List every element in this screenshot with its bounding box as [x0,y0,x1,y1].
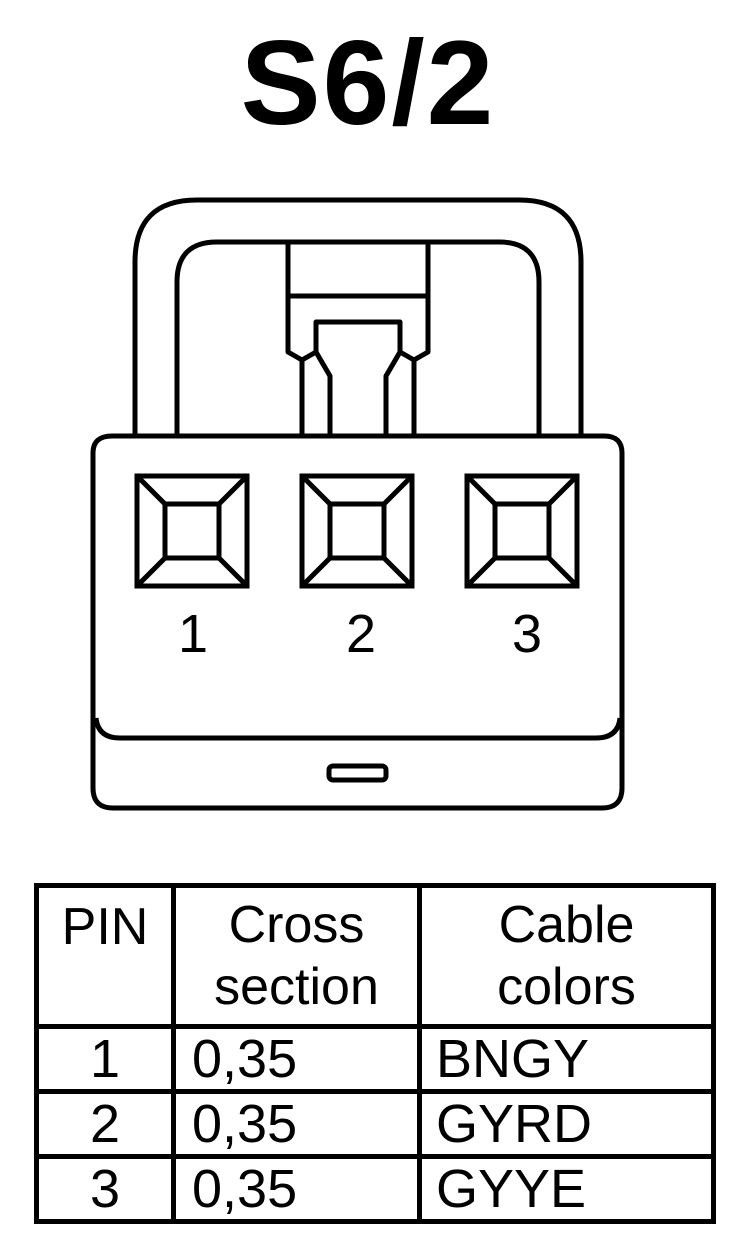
connector-title: S6/2 [240,16,496,150]
table-row: 1 0,35 BNGY [34,1024,716,1094]
cell-cable-color: GYRD [417,1089,716,1159]
cell-cable-color: BNGY [417,1024,716,1094]
latch-hoop-inner [174,239,542,436]
header-pin-label: PIN [61,898,149,956]
cell-cross-section: 0,35 [171,1024,422,1094]
pin-cavity-3 [464,473,580,589]
header-cross-line1: Cross [228,896,365,954]
pin-cavity-2 [299,473,415,589]
connector-drawing: 1 2 3 [90,197,625,811]
table-row: 3 0,35 GYYE [34,1154,716,1224]
latch-hoop [132,197,584,436]
cell-pin: 3 [34,1154,176,1224]
pin-label-1: 1 [178,604,208,664]
cell-pin: 2 [34,1089,176,1159]
header-color-line2: colors [497,958,636,1016]
cell-cross-section: 0,35 [171,1154,422,1224]
cell-cable-color: GYYE [417,1154,716,1224]
housing-body [90,433,625,811]
header-color-line1: Cable [498,896,635,954]
pin-cavity-1 [134,473,250,589]
table-row: 2 0,35 GYRD [34,1089,716,1159]
keying-slot [326,763,389,783]
header-pin: PIN [34,883,176,1029]
cell-cross-section: 0,35 [171,1089,422,1159]
cell-pin: 1 [34,1024,176,1094]
housing-base-line [93,717,623,741]
header-cross-line2: section [214,958,379,1016]
pin-label-3: 3 [512,604,542,664]
pin-label-2: 2 [346,604,376,664]
latch-tab [285,242,431,436]
